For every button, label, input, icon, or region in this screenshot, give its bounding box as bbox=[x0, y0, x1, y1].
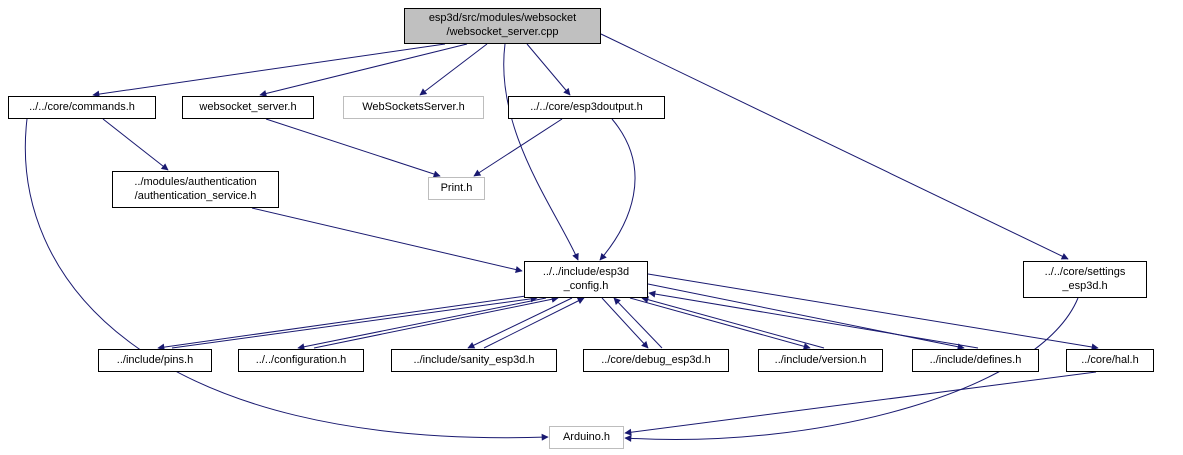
graph-node-label: esp3d/src/modules/websocket bbox=[428, 12, 577, 25]
graph-node-commands_h[interactable]: ../../core/commands.h bbox=[8, 96, 156, 119]
graph-node-label: ../core/hal.h bbox=[1081, 353, 1139, 366]
edge-debug_esp3d_h-to-esp3d_config_h bbox=[613, 297, 663, 349]
graph-node-label: ../../include/esp3d bbox=[542, 265, 630, 278]
edge-hal_h-to-arduino_h bbox=[624, 371, 1097, 436]
graph-node-sanity_esp3d_h[interactable]: ../include/sanity_esp3d.h bbox=[391, 349, 557, 372]
edge-websocket_server_cpp-to-websocketsserver_h bbox=[419, 43, 488, 96]
edge-esp3d_config_h-to-configuration_h bbox=[297, 297, 547, 351]
edge-version_h-to-esp3d_config_h bbox=[641, 296, 825, 349]
edge-esp3d_config_h-to-version_h bbox=[629, 297, 811, 350]
graph-node-label: _esp3d.h bbox=[1062, 279, 1108, 292]
edge-websocket_server_cpp-to-commands_h bbox=[92, 43, 446, 98]
graph-node-label: ../core/debug_esp3d.h bbox=[601, 353, 711, 366]
graph-node-label: Arduino.h bbox=[562, 430, 611, 443]
edge-esp3d_config_h-to-sanity_esp3d_h bbox=[467, 297, 573, 349]
edge-websocket_server_cpp-to-settings_esp3d_h bbox=[600, 33, 1069, 260]
graph-node-label: /authentication_service.h bbox=[134, 189, 257, 202]
graph-node-label: ../../configuration.h bbox=[255, 353, 347, 366]
edge-websocket_server_h-to-print_h bbox=[265, 118, 441, 178]
graph-node-label: ../include/version.h bbox=[774, 353, 867, 366]
edge-websocket_server_cpp-to-esp3doutput_h bbox=[526, 43, 571, 96]
graph-node-label: ../include/sanity_esp3d.h bbox=[413, 353, 535, 366]
edge-esp3doutput_h-to-print_h bbox=[473, 118, 563, 177]
edge-authentication_service_h-to-esp3d_config_h bbox=[251, 207, 523, 273]
graph-node-pins_h[interactable]: ../include/pins.h bbox=[98, 349, 212, 372]
graph-node-websocket_server_h[interactable]: websocket_server.h bbox=[182, 96, 314, 119]
graph-node-label: ../../core/esp3doutput.h bbox=[530, 100, 643, 113]
edge-defines_h-to-esp3d_config_h bbox=[648, 290, 979, 349]
edge-sanity_esp3d_h-to-esp3d_config_h bbox=[483, 297, 585, 349]
graph-node-configuration_h[interactable]: ../../configuration.h bbox=[238, 349, 364, 372]
graph-node-label: ../include/defines.h bbox=[929, 353, 1022, 366]
graph-node-authentication_service_h[interactable]: ../modules/authentication/authentication… bbox=[112, 171, 279, 208]
graph-node-label: ../../core/settings bbox=[1044, 265, 1126, 278]
edge-esp3d_config_h-to-hal_h bbox=[647, 273, 1099, 351]
edge-settings_esp3d_h-to-arduino_h bbox=[624, 297, 1079, 442]
graph-node-version_h[interactable]: ../include/version.h bbox=[758, 349, 883, 372]
graph-node-settings_esp3d_h[interactable]: ../../core/settings_esp3d.h bbox=[1023, 261, 1147, 298]
edge-esp3d_config_h-to-debug_esp3d_h bbox=[601, 297, 649, 349]
edge-esp3doutput_h-to-esp3d_config_h bbox=[599, 118, 636, 261]
graph-node-esp3doutput_h[interactable]: ../../core/esp3doutput.h bbox=[508, 96, 665, 119]
edge-commands_h-to-authentication_service_h bbox=[102, 118, 169, 171]
graph-node-label: Print.h bbox=[440, 181, 473, 194]
edge-pins_h-to-esp3d_config_h bbox=[171, 295, 538, 349]
graph-node-label: ../modules/authentication bbox=[134, 175, 257, 188]
edge-websocket_server_cpp-to-esp3d_config_h bbox=[503, 43, 579, 261]
edge-configuration_h-to-esp3d_config_h bbox=[313, 295, 559, 349]
graph-node-label: ../../core/commands.h bbox=[29, 100, 135, 113]
graph-node-label: WebSocketsServer.h bbox=[362, 100, 465, 113]
graph-node-label: websocket_server.h bbox=[199, 100, 297, 113]
graph-node-label: ../include/pins.h bbox=[116, 353, 194, 366]
graph-node-esp3d_config_h[interactable]: ../../include/esp3d_config.h bbox=[524, 261, 648, 298]
edge-websocket_server_cpp-to-websocket_server_h bbox=[259, 43, 468, 97]
graph-node-websocketsserver_h: WebSocketsServer.h bbox=[343, 96, 484, 119]
graph-node-print_h: Print.h bbox=[428, 177, 485, 200]
edge-esp3d_config_h-to-pins_h bbox=[157, 295, 527, 351]
graph-node-websocket_server_cpp: esp3d/src/modules/websocket/websocket_se… bbox=[404, 8, 601, 44]
graph-node-defines_h[interactable]: ../include/defines.h bbox=[912, 349, 1039, 372]
graph-node-hal_h[interactable]: ../core/hal.h bbox=[1066, 349, 1154, 372]
graph-node-label: /websocket_server.cpp bbox=[446, 26, 559, 38]
edge-commands_h-to-arduino_h bbox=[24, 118, 549, 441]
graph-node-label: _config.h bbox=[563, 279, 609, 292]
graph-node-debug_esp3d_h[interactable]: ../core/debug_esp3d.h bbox=[583, 349, 729, 372]
graph-node-arduino_h: Arduino.h bbox=[549, 426, 624, 449]
